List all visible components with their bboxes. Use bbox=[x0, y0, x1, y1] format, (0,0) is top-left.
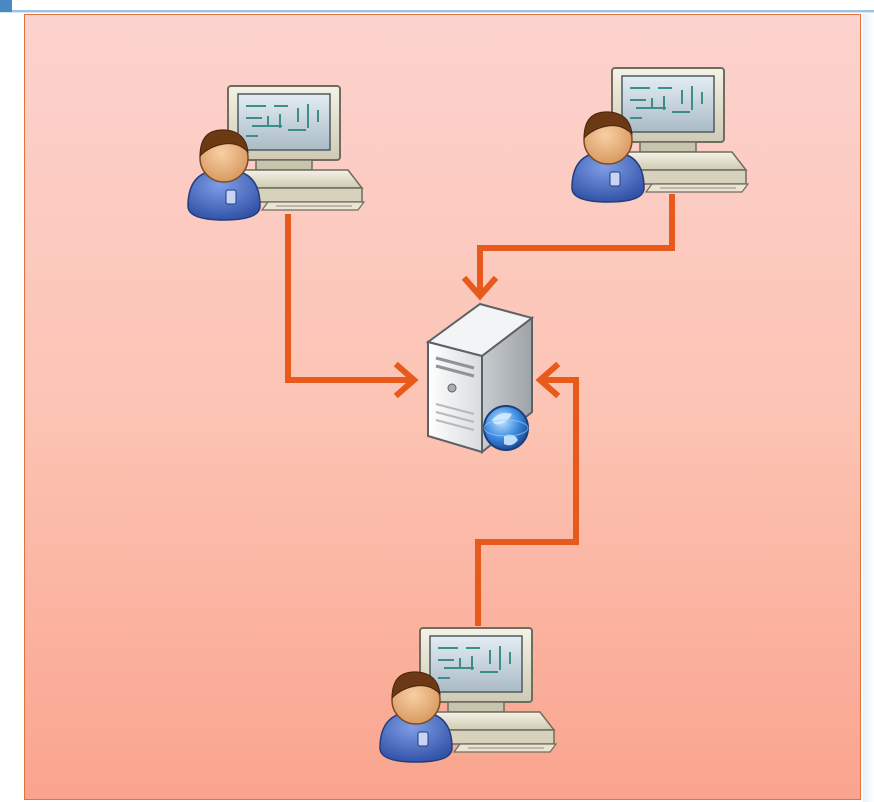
workstation-bottom bbox=[379, 627, 557, 763]
web-server bbox=[425, 302, 535, 455]
top-bar-line bbox=[12, 10, 874, 12]
globe-icon bbox=[483, 405, 529, 451]
connector-top-left bbox=[285, 214, 419, 399]
connector-top-right bbox=[461, 194, 675, 301]
workstation-top-left bbox=[187, 85, 365, 221]
server-icon bbox=[425, 302, 535, 455]
connector-bottom bbox=[475, 361, 579, 626]
right-strip bbox=[863, 14, 874, 802]
arrow-icon bbox=[393, 361, 419, 399]
arrow-icon bbox=[535, 361, 561, 399]
top-bar bbox=[0, 0, 874, 13]
workstation-top-right bbox=[571, 67, 749, 203]
arrow-icon bbox=[461, 275, 499, 301]
top-bar-accent bbox=[0, 0, 12, 12]
